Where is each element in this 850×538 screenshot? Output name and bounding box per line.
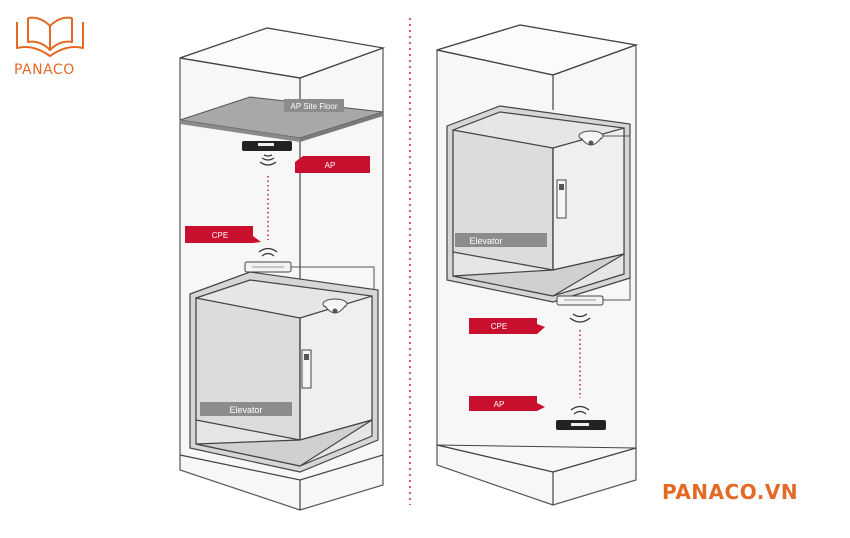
cpe-device-icon (244, 261, 292, 273)
elevator-button-panel-icon (556, 179, 567, 219)
site-floor-label-bg (284, 99, 344, 112)
open-book-logo-icon (16, 16, 84, 57)
ap-callout-label: AP (494, 400, 505, 409)
access-point-icon (556, 420, 606, 430)
right-site-floor (436, 444, 637, 473)
elevator-label: Elevator (469, 236, 502, 246)
access-point-icon (242, 141, 292, 151)
wifi-signal-icon (569, 313, 591, 323)
cpe-callout: CPE (185, 226, 261, 243)
cpe-callout-label: CPE (212, 231, 228, 240)
elevator-button-panel-icon (301, 349, 312, 389)
brand-url-text: PANACO.VN (662, 480, 799, 504)
ap-callout-label: AP (325, 161, 336, 170)
ap-site-floor: AP Site Floor (179, 96, 384, 142)
elevator-label-bg (455, 233, 547, 247)
elevator-label: Elevator (229, 405, 262, 415)
wifi-signal-icon (258, 247, 278, 257)
site-floor-label: AP Site Floor (291, 102, 338, 111)
elevator-label-bg (200, 402, 292, 416)
ap-callout: AP (295, 156, 370, 173)
logo-text: PANACO (14, 62, 75, 78)
cpe-callout-label: CPE (491, 322, 507, 331)
dome-camera-icon (322, 298, 348, 314)
ap-callout: AP (469, 396, 545, 411)
cable-line (603, 135, 631, 301)
wifi-signal-icon (259, 154, 277, 166)
cpe-device-icon (556, 295, 604, 306)
dome-camera-icon (578, 130, 604, 146)
left-elevator-car (189, 271, 379, 473)
wifi-signal-icon (570, 405, 590, 415)
right-elevator-car (446, 105, 631, 303)
cpe-callout: CPE (469, 318, 545, 334)
